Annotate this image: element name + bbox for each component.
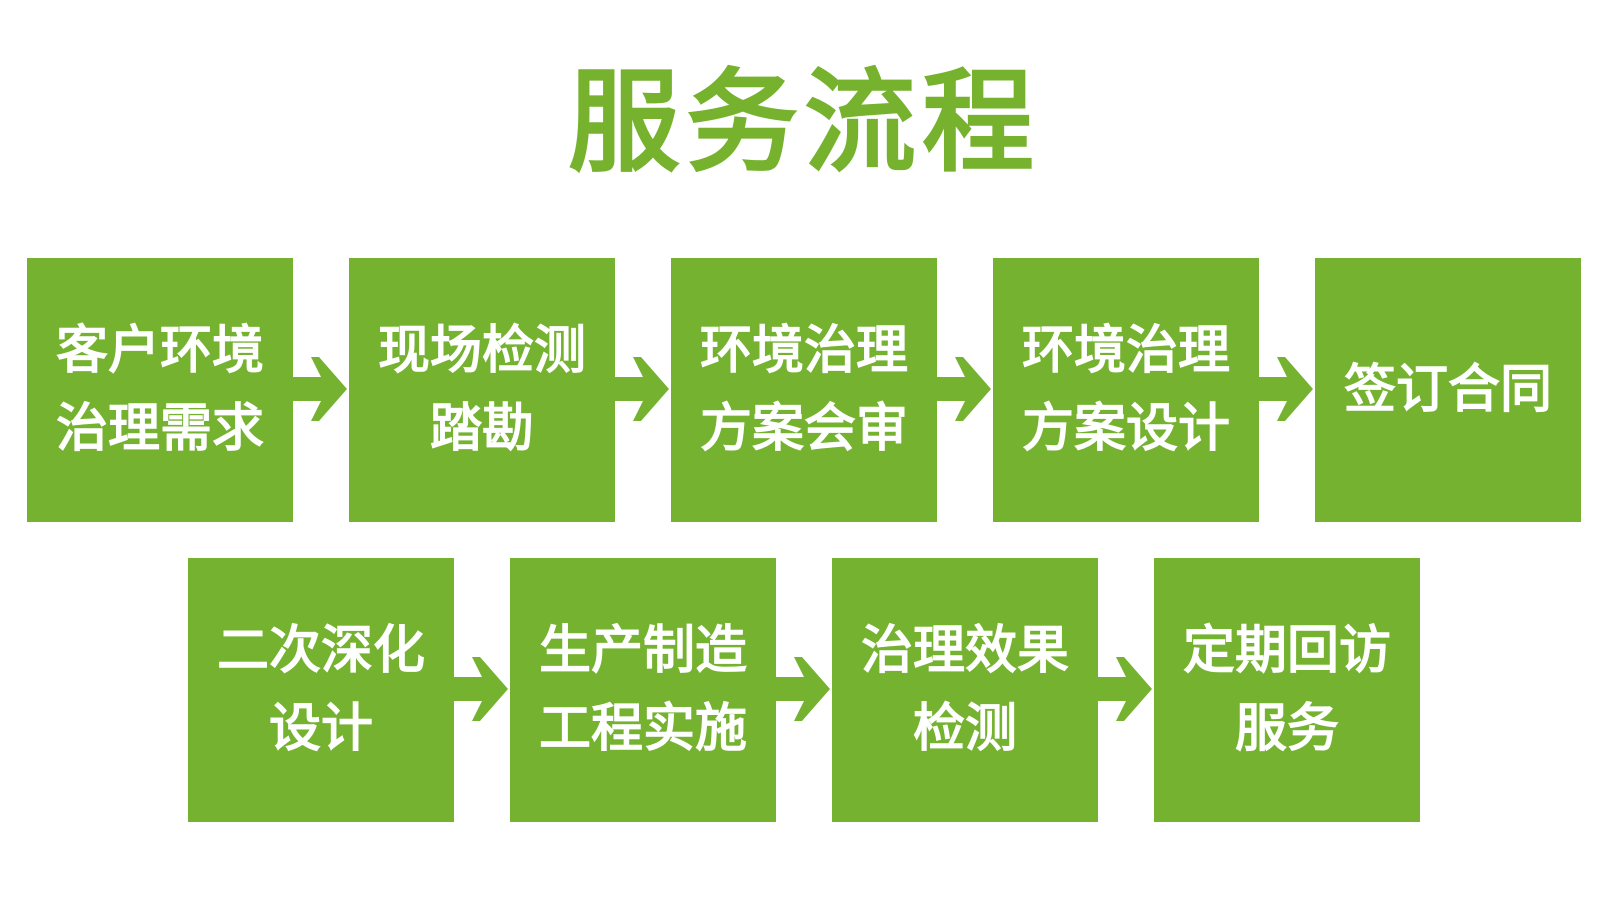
step-box: 治理效果 检测 [832,558,1098,822]
step-box: 环境治理 方案会审 [671,258,937,522]
step-label: 治理效果 [860,621,1069,681]
right-arrow-icon [1098,649,1154,729]
step-box: 签订合同 [1315,258,1581,522]
step-label: 踏勘 [429,399,534,459]
step-label: 治理需求 [55,399,264,459]
step-box: 定期回访 服务 [1154,558,1420,822]
right-arrow-icon [293,349,349,429]
step-label: 工程实施 [538,699,747,759]
step-label: 客户环境 [55,321,264,381]
step-label: 环境治理 [1021,321,1230,381]
step-label: 现场检测 [377,321,586,381]
right-arrow-icon [776,649,832,729]
step-label: 定期回访 [1182,621,1391,681]
right-arrow-icon [937,349,993,429]
step-label: 设计 [268,699,373,759]
step-box: 现场检测 踏勘 [349,258,615,522]
step-label: 签订合同 [1343,360,1552,420]
step-box: 环境治理 方案设计 [993,258,1259,522]
step-label: 方案会审 [699,399,908,459]
step-label: 环境治理 [699,321,908,381]
step-box: 客户环境 治理需求 [27,258,293,522]
page-title: 服务流程 [568,58,1040,188]
right-arrow-icon [1259,349,1315,429]
right-arrow-icon [454,649,510,729]
step-label: 生产制造 [538,621,747,681]
step-label: 方案设计 [1021,399,1230,459]
step-label: 服务 [1234,699,1339,759]
step-label: 检测 [912,699,1017,759]
right-arrow-icon [615,349,671,429]
step-box: 生产制造 工程实施 [510,558,776,822]
step-box: 二次深化 设计 [188,558,454,822]
step-label: 二次深化 [216,621,425,681]
